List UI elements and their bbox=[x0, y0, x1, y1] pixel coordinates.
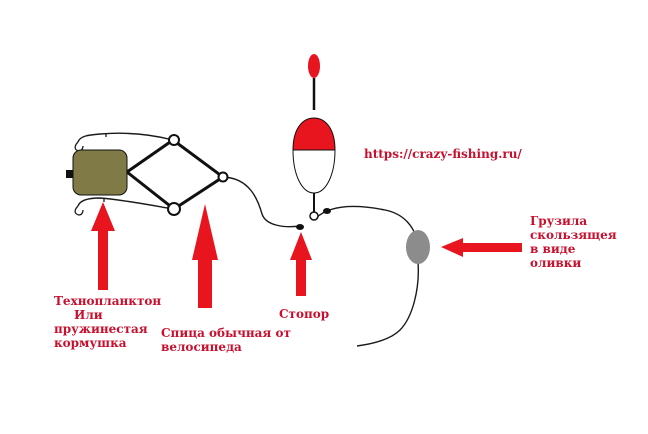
source-url: https://crazy-fishing.ru/ bbox=[364, 147, 522, 161]
hook-line-top bbox=[77, 132, 174, 143]
feeder-label-line-4: кормушка bbox=[54, 336, 127, 350]
arrows bbox=[91, 202, 522, 308]
feeder-icon bbox=[66, 149, 128, 196]
sinker-label: Грузила скользящея в виде оливки bbox=[530, 214, 617, 270]
sinker-label-line-1: Грузила bbox=[530, 214, 587, 228]
fishing-line bbox=[77, 132, 420, 347]
arrow-feeder bbox=[91, 202, 115, 290]
stopper-label: Стопор bbox=[279, 307, 329, 321]
line-below-sinker bbox=[356, 261, 420, 347]
sinker-label-line-2: скользящея bbox=[530, 228, 617, 242]
spoke-label: Спица обычная от велосипеда bbox=[161, 326, 291, 354]
arrow-stopper bbox=[290, 232, 312, 296]
line-float-to-sinker bbox=[315, 205, 417, 239]
feeder-label-line-2: Или bbox=[74, 308, 103, 322]
feeder-label-line-1: Технопланктон bbox=[54, 294, 161, 308]
olive-sinker-icon bbox=[406, 230, 430, 264]
spoke-label-line-2: велосипеда bbox=[161, 340, 242, 354]
hook-icon bbox=[74, 198, 105, 216]
spoke-frame-icon bbox=[126, 138, 226, 211]
line-spoke-to-stopper bbox=[222, 176, 301, 228]
sinker-label-line-3: в виде bbox=[530, 242, 576, 256]
arrow-spoke bbox=[192, 204, 218, 308]
stopper-icon bbox=[296, 208, 331, 230]
arrow-sinker bbox=[441, 238, 522, 257]
sinker-label-line-4: оливки bbox=[530, 256, 581, 270]
hook-line-bottom bbox=[77, 197, 174, 210]
spoke-label-line-1: Спица обычная от bbox=[161, 326, 291, 340]
spoke-rings bbox=[167, 134, 229, 216]
feeder-label: Технопланктон Или пружинестая кормушка bbox=[54, 294, 161, 350]
float-icon bbox=[292, 54, 336, 221]
feeder-label-line-3: пружинестая bbox=[54, 322, 148, 336]
